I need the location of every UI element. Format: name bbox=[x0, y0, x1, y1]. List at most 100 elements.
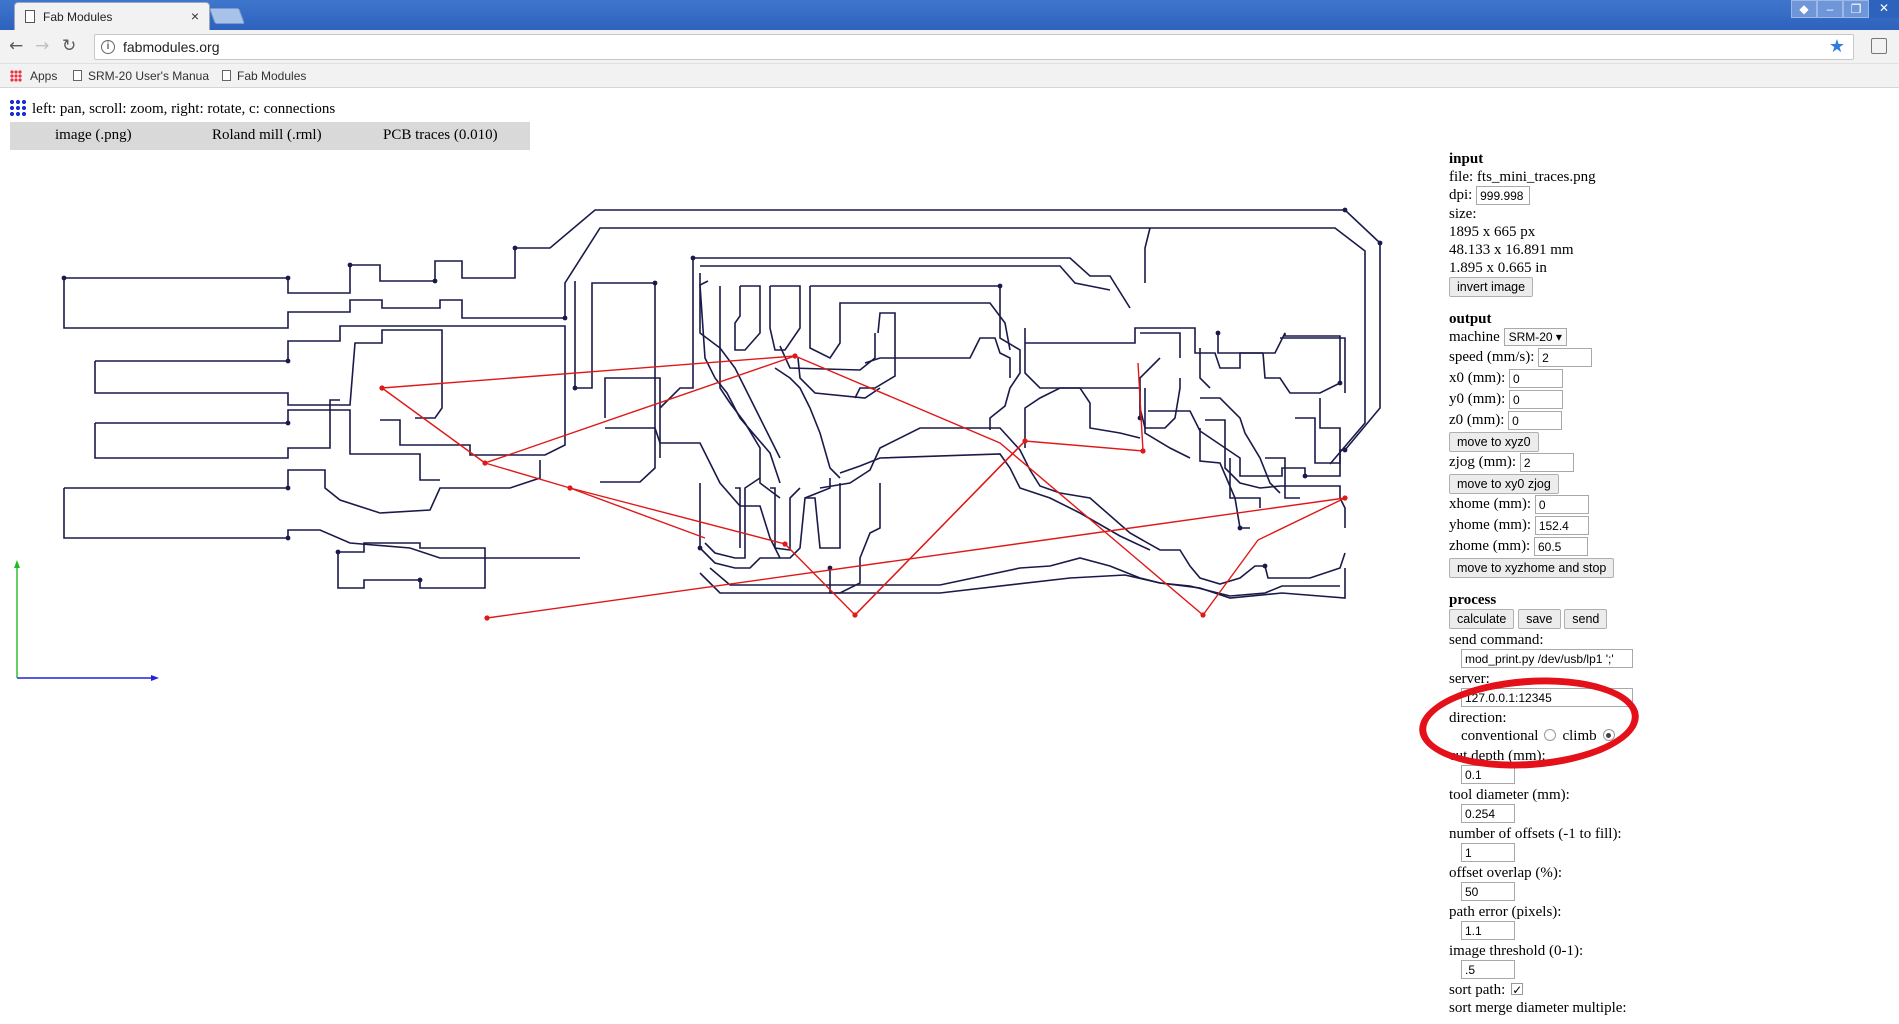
z0-label: z0 (mm): bbox=[1449, 412, 1505, 428]
page-icon bbox=[25, 10, 35, 23]
sort-path-label: sort path: bbox=[1449, 982, 1506, 998]
x0-input[interactable] bbox=[1509, 369, 1563, 389]
climb-radio[interactable] bbox=[1602, 729, 1615, 741]
apps-icon[interactable] bbox=[10, 70, 22, 82]
overlap-label: offset overlap (%): bbox=[1449, 865, 1563, 881]
size-in: 1.895 x 0.665 in bbox=[1449, 260, 1547, 276]
browser-menu-icon[interactable] bbox=[1871, 38, 1887, 54]
y-axis-arrow bbox=[14, 560, 20, 568]
path-error-input[interactable] bbox=[1461, 921, 1515, 941]
invert-image-button[interactable]: invert image bbox=[1449, 277, 1534, 297]
send-command-label: send command: bbox=[1449, 632, 1544, 648]
menu-pcb-traces[interactable]: PCB traces (0.010) bbox=[383, 127, 498, 143]
bookmark-srm20-manual[interactable]: SRM-20 User's Manua bbox=[73, 69, 209, 83]
climb-label: climb bbox=[1562, 728, 1597, 744]
machine-select[interactable]: SRM-20 ▾ bbox=[1503, 328, 1567, 346]
page-icon bbox=[222, 70, 231, 81]
tab-close-icon[interactable]: × bbox=[190, 8, 199, 24]
move-to-xyzhome-button[interactable]: move to xyzhome and stop bbox=[1449, 558, 1615, 578]
zjog-label: zjog (mm): bbox=[1449, 454, 1517, 470]
browser-tab[interactable]: Fab Modules × bbox=[14, 2, 210, 30]
bookmark-apps[interactable]: Apps bbox=[30, 69, 58, 83]
reload-icon[interactable]: ↻ bbox=[62, 36, 77, 56]
process-heading: process bbox=[1449, 592, 1497, 608]
xhome-input[interactable] bbox=[1534, 495, 1589, 515]
xhome-label: xhome (mm): bbox=[1449, 496, 1532, 512]
y0-label: y0 (mm): bbox=[1449, 391, 1506, 407]
direction-label: direction: bbox=[1449, 710, 1507, 726]
bookmark-label: SRM-20 User's Manua bbox=[88, 69, 209, 83]
speed-label: speed (mm/s): bbox=[1449, 349, 1535, 365]
zhome-input[interactable] bbox=[1533, 537, 1588, 557]
bookmarks-bar: Apps SRM-20 User's Manua Fab Modules bbox=[0, 64, 1899, 88]
input-heading: input bbox=[1449, 151, 1484, 167]
machine-value: SRM-20 bbox=[1508, 330, 1553, 344]
size-label: size: bbox=[1449, 206, 1477, 222]
dpi-input[interactable] bbox=[1476, 186, 1531, 206]
control-panel: input file: fts_mini_traces.png dpi: siz… bbox=[1449, 150, 1649, 1017]
yhome-label: yhome (mm): bbox=[1449, 517, 1532, 533]
menu-image-png[interactable]: image (.png) bbox=[55, 127, 132, 143]
module-menu-bar: image (.png) Roland mill (.rml) PCB trac… bbox=[10, 122, 530, 150]
path-error-label: path error (pixels): bbox=[1449, 904, 1562, 920]
move-to-xy0-zjog-button[interactable]: move to xy0 zjog bbox=[1449, 474, 1559, 494]
dpi-label: dpi: bbox=[1449, 187, 1473, 203]
send-button[interactable]: send bbox=[1564, 609, 1608, 629]
conventional-label: conventional bbox=[1461, 728, 1539, 744]
forward-icon[interactable]: → bbox=[35, 36, 50, 56]
address-bar[interactable]: i fabmodules.org ★ bbox=[94, 34, 1854, 60]
speed-input[interactable] bbox=[1538, 348, 1593, 368]
send-command-input[interactable] bbox=[1461, 649, 1633, 669]
move-to-xyz0-button[interactable]: move to xyz0 bbox=[1449, 432, 1539, 452]
yhome-input[interactable] bbox=[1534, 516, 1589, 536]
tab-title: Fab Modules bbox=[43, 10, 113, 24]
fab-modules-page: left: pan, scroll: zoom, right: rotate, … bbox=[0, 88, 1899, 1024]
close-window-icon[interactable]: ✕ bbox=[1869, 0, 1899, 18]
size-px: 1895 x 665 px bbox=[1449, 224, 1536, 240]
tool-diameter-input[interactable] bbox=[1461, 804, 1515, 824]
x0-label: x0 (mm): bbox=[1449, 370, 1506, 386]
chevron-down-icon: ▾ bbox=[1555, 330, 1562, 344]
profile-icon[interactable]: ◆ bbox=[1791, 0, 1817, 18]
axis-indicator bbox=[14, 560, 159, 681]
navigation-hint: left: pan, scroll: zoom, right: rotate, … bbox=[32, 101, 336, 117]
toolpath-lines bbox=[63, 209, 1381, 599]
cut-depth-label: cut depth (mm): bbox=[1449, 748, 1546, 764]
overlap-input[interactable] bbox=[1461, 882, 1515, 902]
sort-merge-label: sort merge diameter multiple: bbox=[1449, 1000, 1627, 1016]
input-file: file: fts_mini_traces.png bbox=[1449, 169, 1596, 185]
save-button[interactable]: save bbox=[1518, 609, 1561, 629]
offsets-input[interactable] bbox=[1461, 843, 1515, 863]
offsets-label: number of offsets (-1 to fill): bbox=[1449, 826, 1622, 842]
bookmark-fab-modules[interactable]: Fab Modules bbox=[222, 69, 306, 83]
minimize-icon[interactable]: – bbox=[1817, 0, 1843, 18]
cut-depth-input[interactable] bbox=[1461, 765, 1515, 785]
conventional-radio[interactable] bbox=[1544, 729, 1557, 741]
x-axis-arrow bbox=[151, 675, 159, 681]
threshold-input[interactable] bbox=[1461, 960, 1515, 980]
toolpath-markers bbox=[61, 207, 1383, 583]
fab-modules-grid-icon[interactable] bbox=[9, 99, 27, 117]
url-text[interactable]: fabmodules.org bbox=[123, 39, 220, 55]
back-icon[interactable]: ← bbox=[9, 36, 24, 56]
calculate-button[interactable]: calculate bbox=[1449, 609, 1515, 629]
browser-toolbar: ← → ↻ i fabmodules.org ★ bbox=[0, 30, 1899, 64]
new-tab-button[interactable] bbox=[209, 8, 245, 24]
output-heading: output bbox=[1449, 311, 1492, 327]
size-mm: 48.133 x 16.891 mm bbox=[1449, 242, 1574, 258]
z0-input[interactable] bbox=[1508, 411, 1563, 431]
tool-diameter-label: tool diameter (mm): bbox=[1449, 787, 1570, 803]
bookmark-star-icon[interactable]: ★ bbox=[1828, 36, 1845, 56]
menu-roland-mill[interactable]: Roland mill (.rml) bbox=[212, 127, 322, 143]
connection-markers bbox=[379, 353, 1348, 621]
maximize-icon[interactable]: ❐ bbox=[1843, 0, 1869, 18]
sort-path-checkbox[interactable] bbox=[1511, 981, 1524, 999]
y0-input[interactable] bbox=[1509, 390, 1563, 410]
window-titlebar: Fab Modules × ◆ – ❐ ✕ bbox=[0, 0, 1899, 30]
server-label: server: bbox=[1449, 671, 1490, 687]
info-icon[interactable]: i bbox=[101, 40, 115, 54]
zjog-input[interactable] bbox=[1519, 453, 1574, 473]
toolpath-canvas[interactable] bbox=[0, 198, 1420, 758]
server-input[interactable] bbox=[1461, 688, 1633, 708]
threshold-label: image threshold (0-1): bbox=[1449, 943, 1584, 959]
